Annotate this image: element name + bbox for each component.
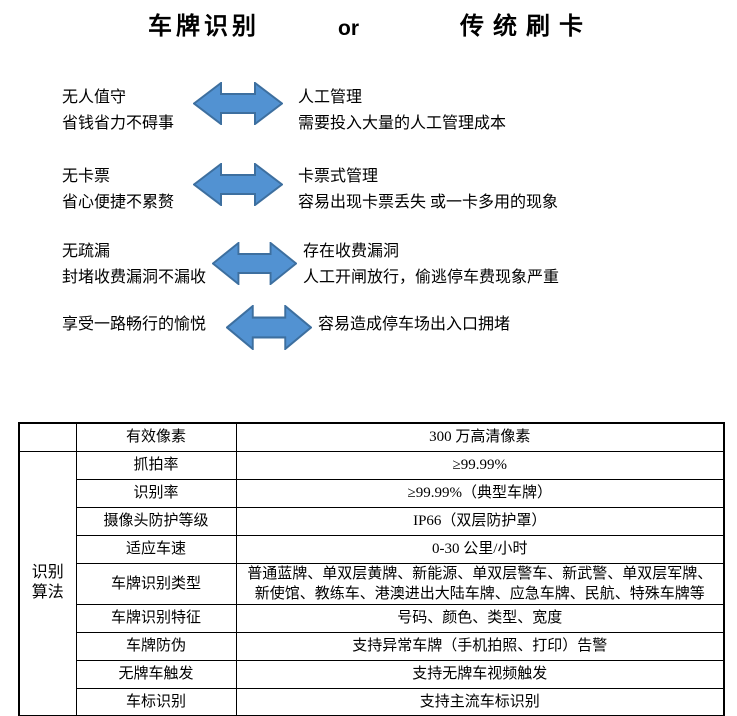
table-row: 车标识别 支持主流车标识别 <box>19 687 725 716</box>
spec-value: IP66（双层防护罩） <box>235 506 725 536</box>
comparison-row2-left: 无卡票 省心便捷不累赘 <box>62 164 174 216</box>
comparison-row2-right: 卡票式管理 容易出现卡票丢失 或一卡多用的现象 <box>298 164 558 216</box>
spec-label: 摄像头防护等级 <box>75 506 237 536</box>
comparison-row2-right-title: 卡票式管理 <box>298 168 379 185</box>
table-row: 摄像头防护等级 IP66（双层防护罩） <box>19 506 725 536</box>
spec-label: 抓拍率 <box>75 450 237 480</box>
comparison-row2-left-title: 无卡票 <box>62 168 111 185</box>
spec-value: 号码、颜色、类型、宽度 <box>235 603 725 633</box>
table-row: 识别 算法 抓拍率 ≥99.99% <box>18 450 725 716</box>
spec-table: 有效像素 300 万高清像素 识别 算法 抓拍率 ≥99.99% 识别率 ≥99… <box>18 422 725 716</box>
comparison-row1-left: 无人值守 省钱省力不碍事 <box>62 85 174 137</box>
table-row: 有效像素 300 万高清像素 <box>18 422 725 452</box>
comparison-row4-right-title: 容易造成停车场出入口拥堵 <box>318 316 511 333</box>
spec-label: 车牌防伪 <box>75 631 237 661</box>
table-row: 车牌识别类型 普通蓝牌、单双层黄牌、新能源、单双层警车、新武警、单双层军牌、新使… <box>19 562 725 605</box>
table-group-label: 识别 算法 <box>18 450 77 716</box>
comparison-row3-left-title: 无疏漏 <box>62 243 111 260</box>
double-arrow-icon <box>193 163 283 206</box>
table-empty-cell <box>18 422 77 452</box>
comparison-row3-left-desc: 封堵收费漏洞不漏收 <box>62 269 207 286</box>
spec-label: 车牌识别特征 <box>75 603 237 633</box>
spec-value: 支持主流车标识别 <box>235 687 725 716</box>
spec-label: 车牌识别类型 <box>75 562 237 605</box>
page-title-or: or <box>338 17 359 40</box>
comparison-row1-left-title: 无人值守 <box>62 89 127 106</box>
spec-value: 普通蓝牌、单双层黄牌、新能源、单双层警车、新武警、单双层军牌、新使馆、教练车、港… <box>235 562 725 605</box>
spec-label: 无牌车触发 <box>75 659 237 689</box>
comparison-row4-right: 容易造成停车场出入口拥堵 <box>318 312 510 338</box>
comparison-row1-left-desc: 省钱省力不碍事 <box>62 115 175 132</box>
table-row: 无牌车触发 支持无牌车视频触发 <box>19 659 725 689</box>
spec-label: 有效像素 <box>75 422 237 452</box>
double-arrow-icon <box>193 82 283 125</box>
comparison-row4-left-title: 享受一路畅行的愉悦 <box>62 316 207 333</box>
comparison-row1-right-title: 人工管理 <box>298 89 363 106</box>
spec-value: ≥99.99%（典型车牌） <box>235 478 725 508</box>
page-title-right: 传统刷卡 <box>460 14 592 40</box>
comparison-row1-right-desc: 需要投入大量的人工管理成本 <box>298 115 507 132</box>
comparison-row3-right: 存在收费漏洞 人工开闸放行，偷逃停车费现象严重 <box>303 239 559 291</box>
comparison-row1-right: 人工管理 需要投入大量的人工管理成本 <box>298 85 506 137</box>
spec-label: 车标识别 <box>75 687 237 716</box>
spec-label: 适应车速 <box>75 534 237 564</box>
comparison-row2-left-desc: 省心便捷不累赘 <box>62 194 175 211</box>
spec-value: 0-30 公里/小时 <box>235 534 725 564</box>
comparison-row2-right-desc: 容易出现卡票丢失 或一卡多用的现象 <box>298 194 559 211</box>
page-title-left: 车牌识别 <box>148 14 260 40</box>
spec-value: 300 万高清像素 <box>235 422 725 452</box>
table-row: 车牌识别特征 号码、颜色、类型、宽度 <box>19 603 725 633</box>
double-arrow-icon <box>212 242 297 285</box>
comparison-row3-left: 无疏漏 封堵收费漏洞不漏收 <box>62 239 206 291</box>
table-row: 适应车速 0-30 公里/小时 <box>19 534 725 564</box>
comparison-row3-right-title: 存在收费漏洞 <box>303 243 400 260</box>
spec-value: ≥99.99% <box>235 450 725 480</box>
spec-value: 支持无牌车视频触发 <box>235 659 725 689</box>
comparison-row3-right-desc: 人工开闸放行，偷逃停车费现象严重 <box>303 269 560 286</box>
table-row: 车牌防伪 支持异常车牌（手机拍照、打印）告警 <box>19 631 725 661</box>
spec-label: 识别率 <box>75 478 237 508</box>
table-row: 识别率 ≥99.99%（典型车牌） <box>19 478 725 508</box>
spec-value: 支持异常车牌（手机拍照、打印）告警 <box>235 631 725 661</box>
comparison-row4-left: 享受一路畅行的愉悦 <box>62 312 206 338</box>
double-arrow-icon <box>226 305 312 350</box>
